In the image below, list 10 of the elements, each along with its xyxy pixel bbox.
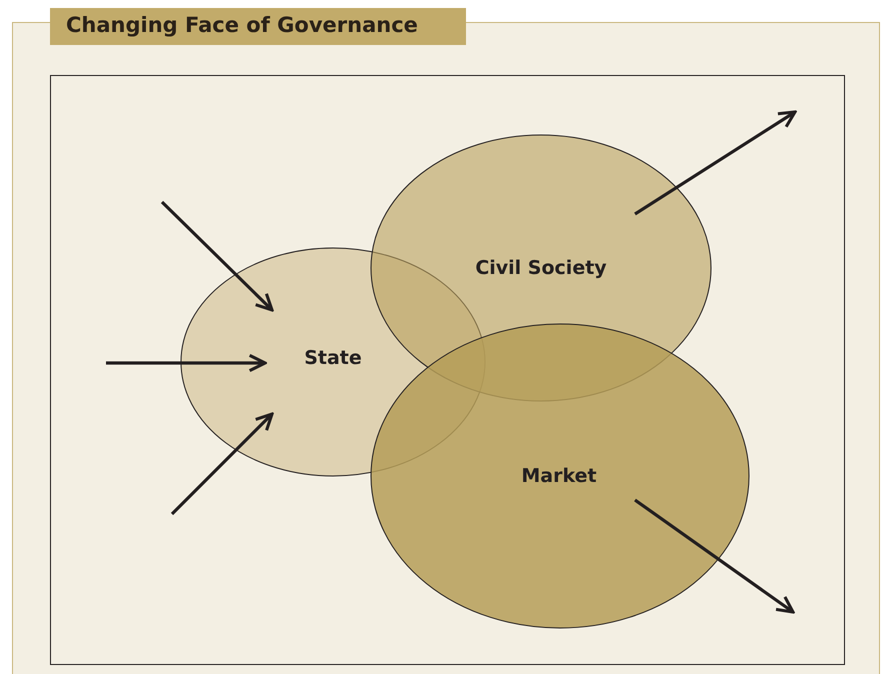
arrow [160,200,274,312]
arrow [634,498,795,614]
arrow [634,110,797,216]
title: Changing Face of Governance [50,8,466,45]
region-label: State [304,347,362,369]
arrow [106,354,267,372]
ellipse-region [371,324,749,628]
region-label: Civil Society [475,257,607,279]
arrow [170,412,274,516]
region-label: Market [521,465,597,487]
